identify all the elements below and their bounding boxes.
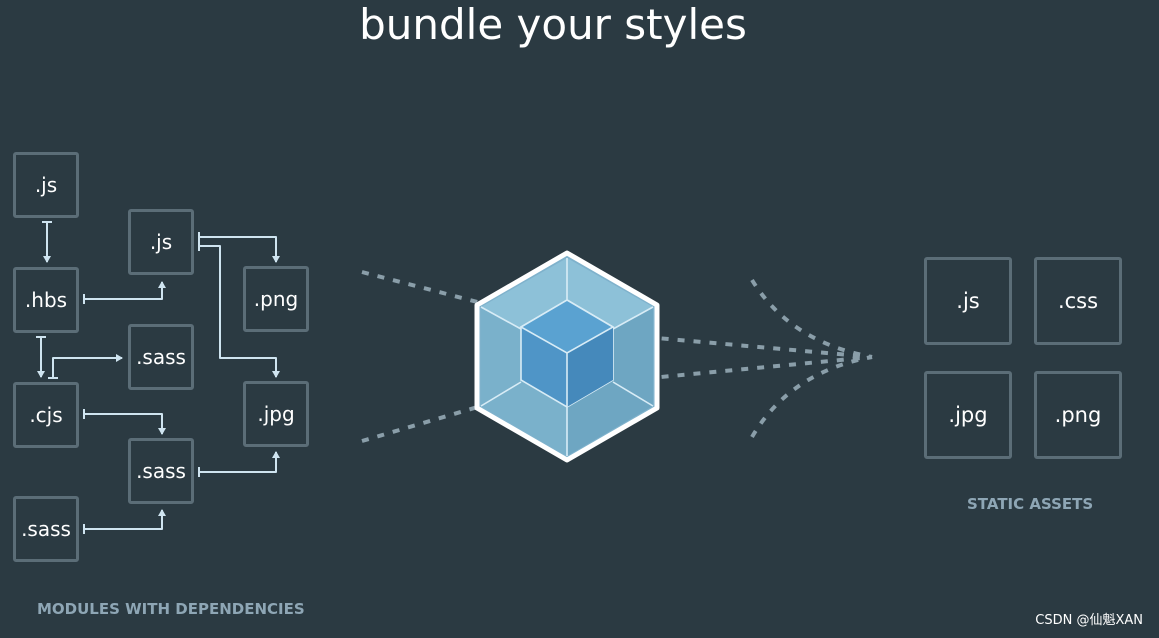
module-node-sass: .sass <box>13 496 79 562</box>
asset-box-jpg: .jpg <box>924 371 1012 459</box>
arrow-sass-to-sass <box>83 509 166 534</box>
page-title: bundle your styles <box>359 0 747 49</box>
assets-caption: STATIC ASSETS <box>967 495 1094 513</box>
module-node-sass-2: .sass <box>128 324 194 390</box>
arrow-js-to-jpg <box>198 241 280 378</box>
flow-line-in-top <box>361 270 567 327</box>
asset-box-js: .js <box>924 257 1012 345</box>
arrow-hbs-to-js <box>83 281 166 304</box>
module-node-sass-3: .sass <box>128 438 194 504</box>
module-node-cjs: .cjs <box>13 382 79 448</box>
flow-curve-bottom <box>750 355 873 439</box>
flow-curve-top <box>750 278 873 359</box>
module-node-js: .js <box>13 152 79 218</box>
arrow-cjs-to-sass2 <box>83 409 166 435</box>
module-node-png: .png <box>243 266 309 332</box>
asset-box-css: .css <box>1034 257 1122 345</box>
module-node-js-2: .js <box>128 209 194 275</box>
module-node-hbs: .hbs <box>13 267 79 333</box>
arrow-cjs-to-sass <box>48 354 123 379</box>
module-node-jpg: .jpg <box>243 381 309 447</box>
arrow-sass-to-jpg <box>198 451 280 477</box>
watermark: CSDN @仙魁XAN <box>1035 613 1143 628</box>
modules-caption: MODULES WITH DEPENDENCIES <box>37 600 305 618</box>
asset-box-png: .png <box>1034 371 1122 459</box>
